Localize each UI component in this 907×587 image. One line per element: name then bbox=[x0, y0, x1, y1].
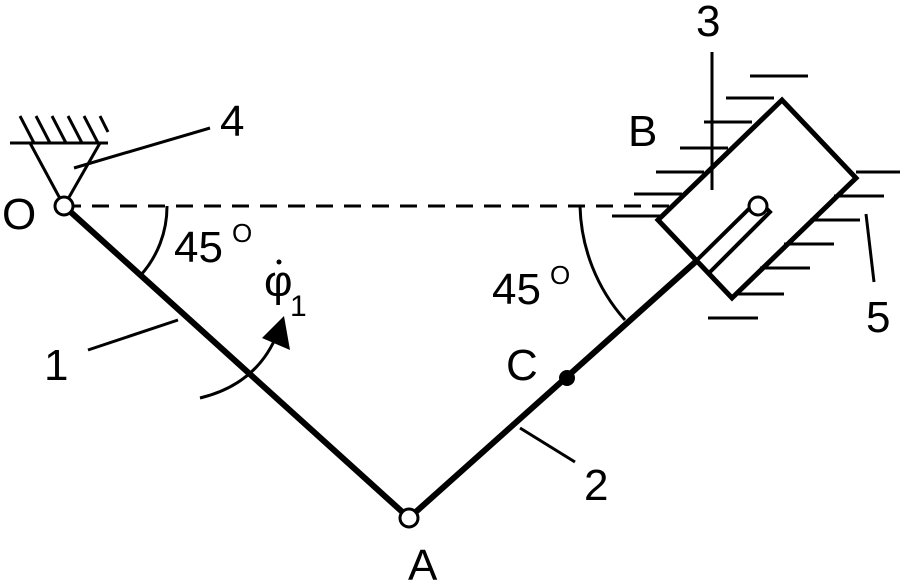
angle-left-unit: O bbox=[232, 218, 252, 248]
joint-b bbox=[747, 195, 769, 217]
ground-hatch bbox=[66, 115, 84, 144]
leader-5 bbox=[864, 213, 876, 283]
ground-hatch bbox=[18, 115, 36, 144]
label-link-4: 4 bbox=[220, 97, 244, 146]
label-link-5: 5 bbox=[866, 293, 890, 342]
angle-arc-b bbox=[578, 205, 627, 321]
ground-hatch bbox=[98, 115, 110, 133]
link-1 bbox=[61, 203, 412, 521]
label-c: C bbox=[506, 341, 538, 390]
leader-1 bbox=[87, 318, 179, 352]
phi-dot bbox=[276, 259, 282, 265]
label-a: A bbox=[408, 541, 438, 582]
joint-a bbox=[398, 507, 420, 529]
leader-2 bbox=[519, 426, 576, 464]
angle-left-value: 45 bbox=[174, 223, 223, 272]
label-o: O bbox=[2, 190, 36, 239]
label-b: B bbox=[628, 107, 657, 156]
label-link-1: 1 bbox=[44, 341, 68, 390]
ground-hatch bbox=[82, 115, 100, 144]
ground-hatch bbox=[50, 115, 68, 144]
label-link-3: 3 bbox=[696, 0, 720, 46]
angle-right-value: 45 bbox=[492, 265, 541, 314]
ground-hatch bbox=[34, 115, 52, 144]
omega-arrowhead-icon bbox=[262, 316, 290, 350]
lower-guide-hatching bbox=[708, 170, 900, 320]
leader-4 bbox=[73, 126, 211, 170]
angle-arc-o bbox=[138, 205, 169, 278]
joint-o bbox=[53, 195, 75, 217]
label-link-2: 2 bbox=[584, 461, 608, 510]
point-c bbox=[559, 370, 575, 386]
phi-subscript: 1 bbox=[290, 290, 307, 323]
angle-right-unit: O bbox=[550, 260, 570, 290]
phi-symbol: φ bbox=[264, 257, 293, 306]
upper-guide-hatching bbox=[612, 74, 808, 218]
